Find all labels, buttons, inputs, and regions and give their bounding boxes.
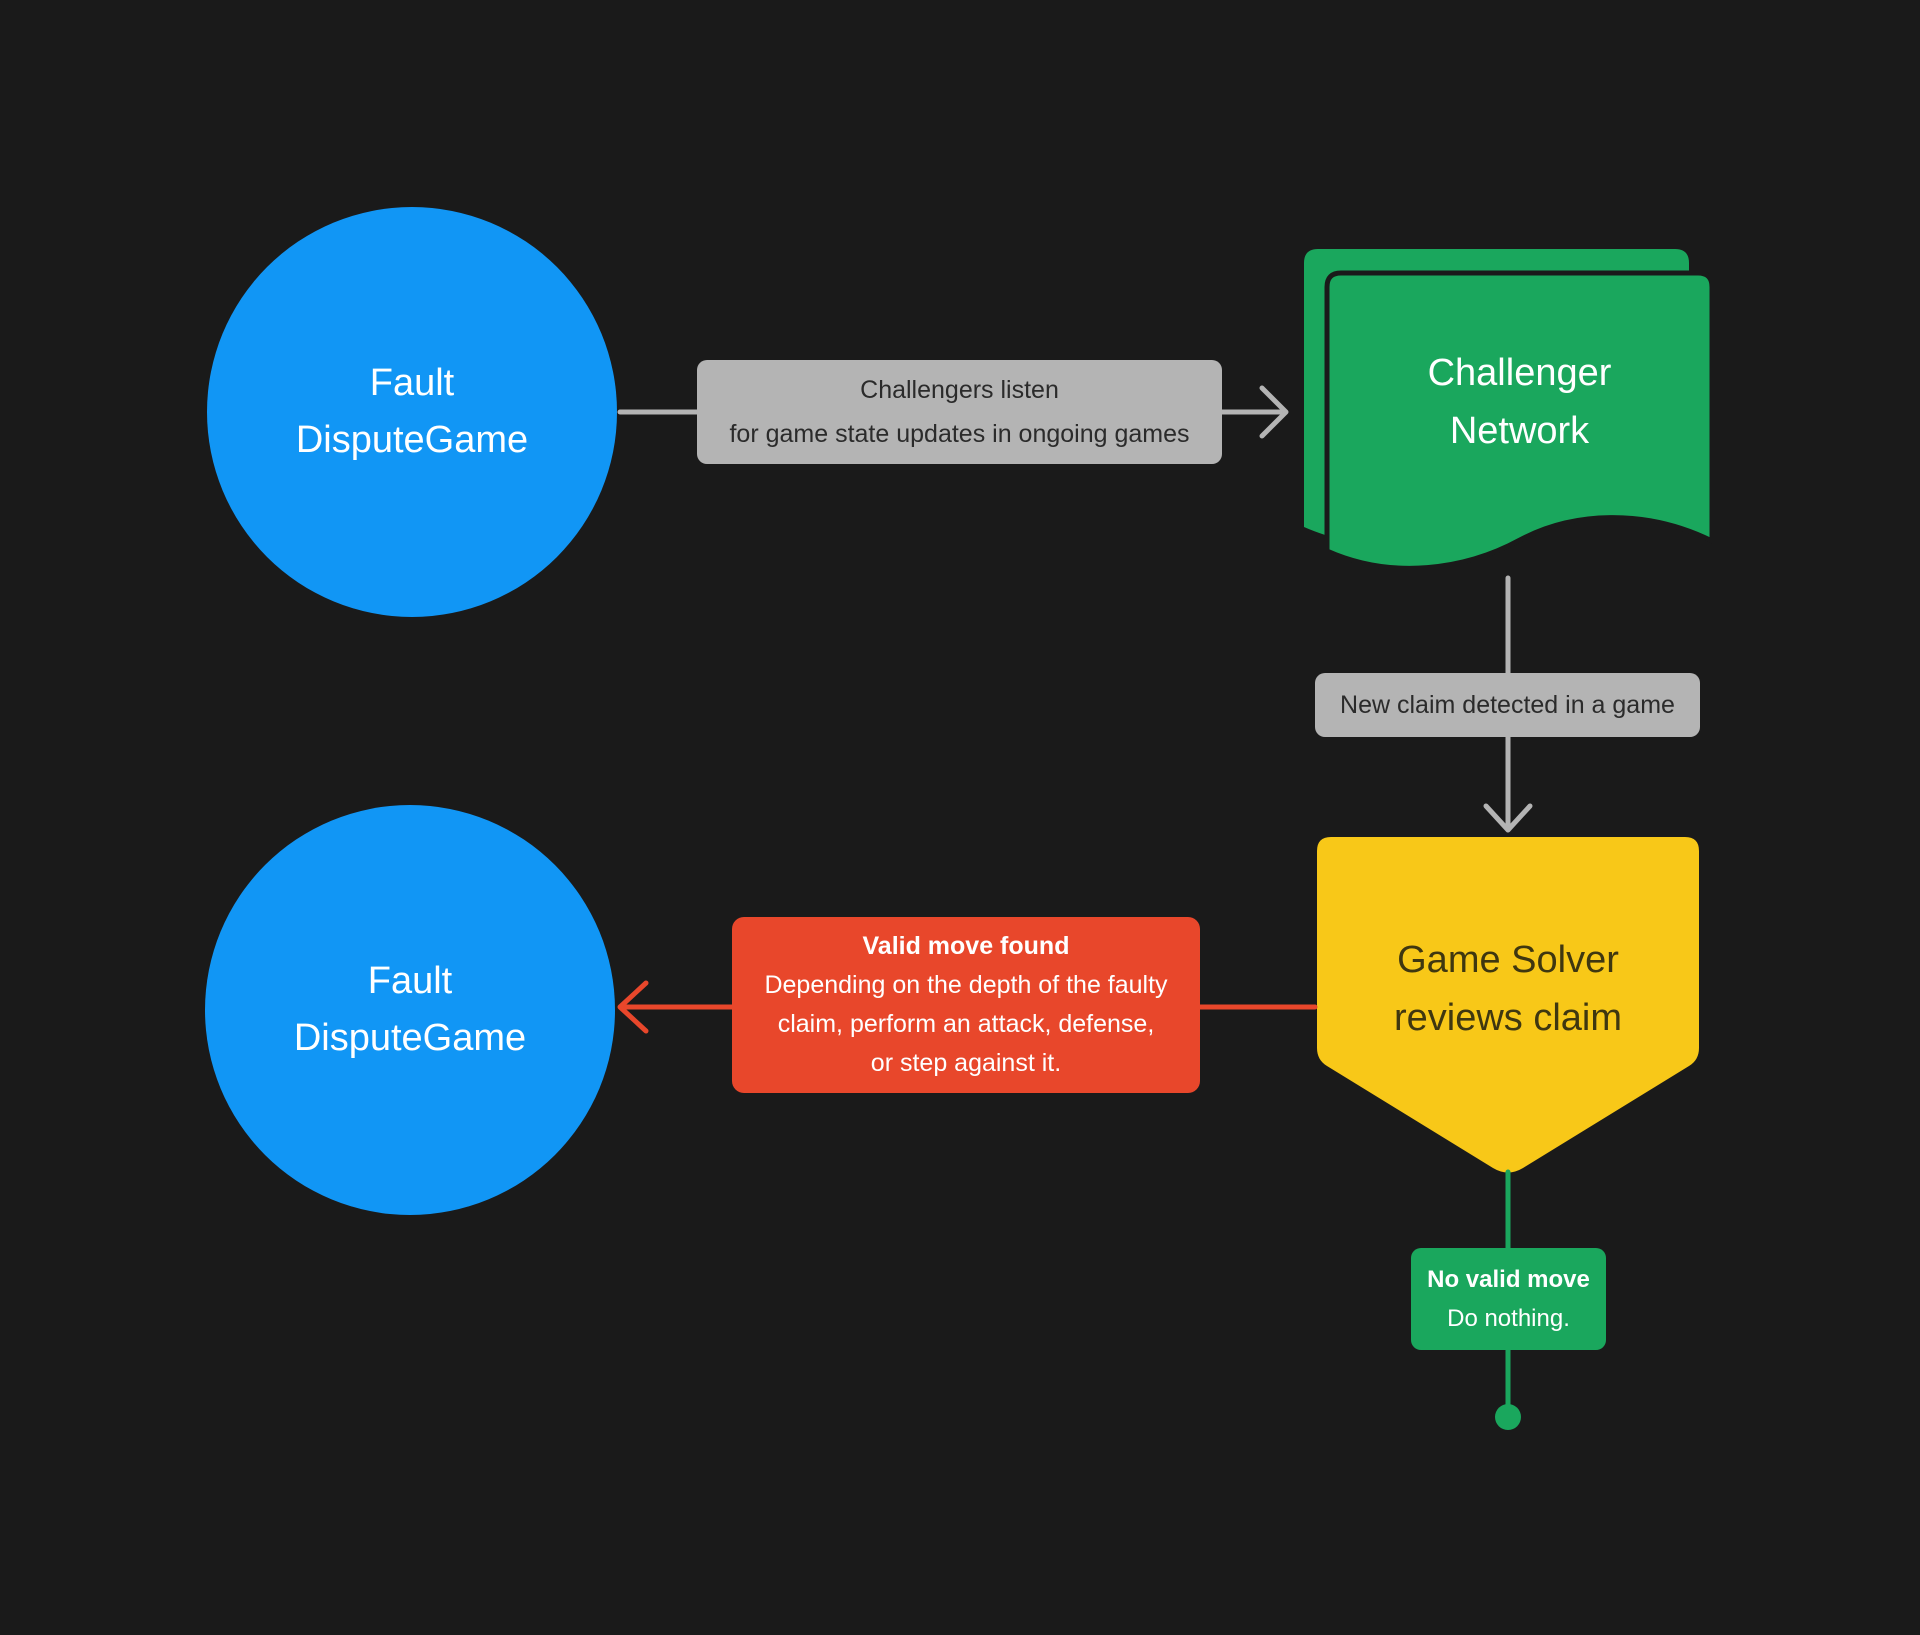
node-label-line: Network	[1449, 410, 1590, 452]
new-claim-label: New claim detected in a game	[1315, 673, 1700, 737]
node-label-line: Fault	[367, 960, 453, 1002]
arrowhead-down-icon	[1483, 803, 1533, 833]
no-valid-move-label: No valid move Do nothing.	[1411, 1248, 1606, 1350]
label-title: No valid move	[1427, 1266, 1590, 1293]
node-label-line: DisputeGame	[295, 419, 529, 461]
arrowhead-left-icon	[617, 980, 649, 1034]
label-line: New claim detected in a game	[1340, 691, 1675, 719]
flow-end-dot	[1495, 1404, 1521, 1430]
arrowhead-right-icon	[1259, 385, 1289, 439]
challengers-listen-label: Challengers listen for game state update…	[697, 360, 1222, 464]
pentagon-shape	[1317, 837, 1699, 1173]
valid-move-found-label: Valid move found Depending on the depth …	[732, 917, 1200, 1093]
challenger-network-node-label: Challenger Network	[1327, 344, 1712, 460]
node-label-line: Game Solver	[1397, 939, 1619, 981]
document-shape-front	[1324, 270, 1715, 571]
label-line: claim, perform an attack, defense,	[777, 1010, 1155, 1038]
label-line: Do nothing.	[1447, 1305, 1570, 1332]
label-line: Depending on the depth of the faulty	[764, 971, 1168, 999]
node-label-line: Challenger	[1427, 352, 1612, 394]
node-label-line: Fault	[369, 362, 455, 404]
node-label-line: DisputeGame	[293, 1017, 527, 1059]
fault-dispute-game-node-bottom: Fault DisputeGame	[205, 805, 615, 1215]
fault-dispute-game-node-top: Fault DisputeGame	[207, 207, 617, 617]
game-solver-node-label: Game Solver reviews claim	[1317, 931, 1699, 1047]
node-label-line: reviews claim	[1393, 997, 1623, 1039]
label-title: Valid move found	[862, 932, 1070, 960]
label-line: for game state updates in ongoing games	[729, 420, 1190, 448]
label-line: or step against it.	[870, 1049, 1062, 1077]
label-line: Challengers listen	[860, 376, 1059, 404]
